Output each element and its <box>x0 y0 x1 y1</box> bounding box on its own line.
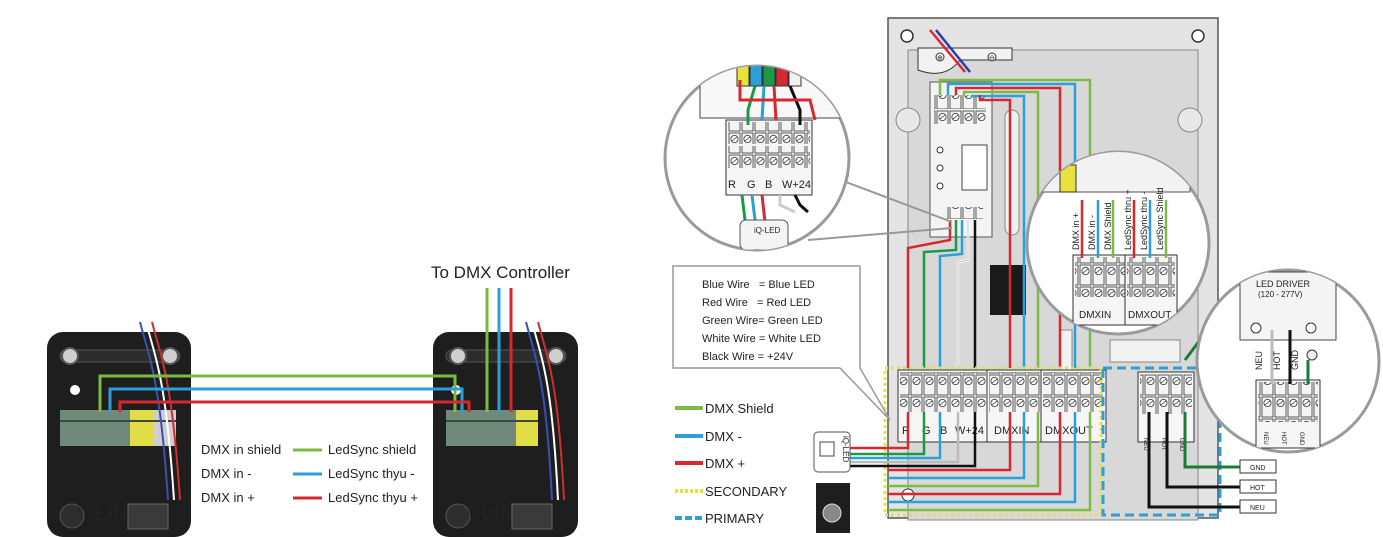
device-side-label: Ext in <box>120 455 126 470</box>
primary-terminal-label: NEU <box>1142 438 1148 451</box>
main-terminal-label: W+24 <box>955 425 984 437</box>
zoom2-column-label: DMX in - <box>1087 215 1097 250</box>
right-wiring: ⊕ ⊖ <box>663 17 1381 533</box>
wire-note-callout: Blue Wire = Blue LED Red Wire = Red LED … <box>672 265 891 421</box>
zoom-circle-led-driver: LED DRIVER (120 - 277V) NEU HOT GND NEU … <box>1195 268 1381 454</box>
screw-icon <box>61 347 79 365</box>
svg-text:⊕: ⊕ <box>937 55 943 62</box>
zoom2-group-label: DMXOUT <box>1128 310 1171 321</box>
device-side-label: LedSync shield <box>466 475 472 516</box>
zoom3-label: GND <box>1290 350 1300 371</box>
wire-note: Blue Wire = Blue LED <box>702 279 815 291</box>
zoom1-terminal-label: B <box>765 179 772 191</box>
main-terminal-label: G <box>922 425 931 437</box>
wire-key: DMX Shield DMX - DMX + SECONDARY PRIMARY <box>675 401 787 526</box>
device-side-label: Ext in <box>506 455 512 470</box>
mains-labels: GND HOT NEU <box>1239 459 1277 514</box>
device-side-label: LedSync thru - <box>476 475 482 514</box>
screw-icon <box>161 347 179 365</box>
zoom3-label: NEU <box>1254 351 1264 370</box>
knob-icon <box>445 503 471 529</box>
sensor-icon <box>822 503 842 523</box>
key-label: DMX Shield <box>705 401 774 416</box>
left-wiring: LIN LedSync shield LedSync thru - DMX in… <box>47 263 578 537</box>
zoom2-group-label: DMXIN <box>1079 310 1111 321</box>
legend-left-label: DMX in shield <box>201 442 281 457</box>
wire-note: White Wire = White LED <box>702 333 821 345</box>
primary-wires <box>1147 339 1240 509</box>
device-voltage: 12-28V / <box>486 510 492 533</box>
device-voltage: 12-28V / <box>98 510 104 533</box>
power-cable <box>139 321 565 501</box>
secondary-wires <box>850 412 1092 512</box>
mount-hole-icon <box>900 29 914 43</box>
main-terminal-block: R G B W+24 DMXIN DMXOUT NEU HOT GND <box>897 369 1195 452</box>
zoom-circle-dmx: DMX in + DMX in - DMX Shield LedSync thr… <box>1025 150 1211 336</box>
zoom2-column-label: LedSync thru - <box>1139 191 1149 250</box>
secondary-zone <box>883 366 1103 517</box>
legend-left-label: DMX in - <box>201 466 252 481</box>
left-device-2: LIN LedSync shield LedSync thru - DMX in… <box>433 332 578 537</box>
key-label: SECONDARY <box>705 484 787 499</box>
zoom1-device-label: iQ-LED <box>754 226 780 235</box>
key-label: DMX + <box>705 456 745 471</box>
zoom3-subtitle: (120 - 277V) <box>1258 290 1303 299</box>
screw-icon <box>547 347 565 365</box>
mains-label: HOT <box>1250 485 1266 492</box>
main-group-label: DMXOUT <box>1045 425 1093 437</box>
mount-hole-icon <box>1191 29 1205 43</box>
primary-terminal-label: HOT <box>1160 438 1166 451</box>
primary-zone <box>1101 366 1222 517</box>
zoom3-terminal-label: GND <box>1298 432 1304 446</box>
iq-led-device: iQ-LED <box>813 431 851 533</box>
device-side-label: LedSync thru - <box>86 475 92 514</box>
controller-heading: To DMX Controller <box>431 263 570 282</box>
mains-label: GND <box>1250 465 1266 472</box>
main-terminal-label: B <box>940 425 947 437</box>
wire-note: Green Wire= Green LED <box>702 315 823 327</box>
zoom1-terminal-label: R <box>728 179 736 191</box>
svg-text:⊖: ⊖ <box>989 55 995 62</box>
screw-icon <box>449 347 467 365</box>
zoom3-label: HOT <box>1272 351 1282 371</box>
knob-icon <box>59 503 85 529</box>
key-label: DMX - <box>705 429 742 444</box>
main-terminal-label: R <box>902 425 910 437</box>
legend-right-label: LedSync shield <box>328 442 416 457</box>
dmx-link-wires <box>98 374 471 412</box>
zoom3-terminal-label: NEU <box>1262 432 1268 445</box>
zoom2-column-label: LedSync thru + <box>1123 189 1133 250</box>
zoom1-terminal-label: G <box>747 179 756 191</box>
legend-right-label: LedSync thyu + <box>328 490 418 505</box>
primary-terminal-label: GND <box>1178 438 1184 452</box>
wire-note: Red Wire = Red LED <box>702 297 811 309</box>
zoom-circle-iq-led: R G B W+24 iQ-LED <box>663 64 851 252</box>
zoom2-column-label: DMX Shield <box>1103 202 1113 250</box>
zoom2-column-label: DMX in + <box>1071 213 1081 250</box>
zoom3-terminal-label: HOT <box>1280 432 1286 445</box>
device-side-label: DMX in - <box>496 455 502 478</box>
key-label: PRIMARY <box>705 511 764 526</box>
device-side-label: DMX in - <box>110 455 116 478</box>
iq-led-side-label: iQ-LED <box>841 436 850 462</box>
wire-note: Black Wire = +24V <box>702 351 794 363</box>
device-label: LIN <box>482 503 514 525</box>
zoom1-terminal-label: W+24 <box>782 179 811 191</box>
legend-right-label: LedSync thyu - <box>328 466 415 481</box>
legend-left-label: DMX in + <box>201 490 255 505</box>
left-legend: DMX in shield DMX in - DMX in + LedSync … <box>196 430 430 510</box>
device-side-label: LedSync shield <box>76 475 82 516</box>
enclosure-wires <box>906 29 1092 368</box>
device-label: LIN <box>95 503 127 525</box>
zoom3-title: LED DRIVER <box>1256 279 1311 289</box>
controller-wires <box>485 288 513 412</box>
main-group-label: DMXIN <box>994 425 1030 437</box>
mains-label: NEU <box>1250 505 1265 512</box>
zoom2-column-label: LedSync Shield <box>1155 187 1165 250</box>
